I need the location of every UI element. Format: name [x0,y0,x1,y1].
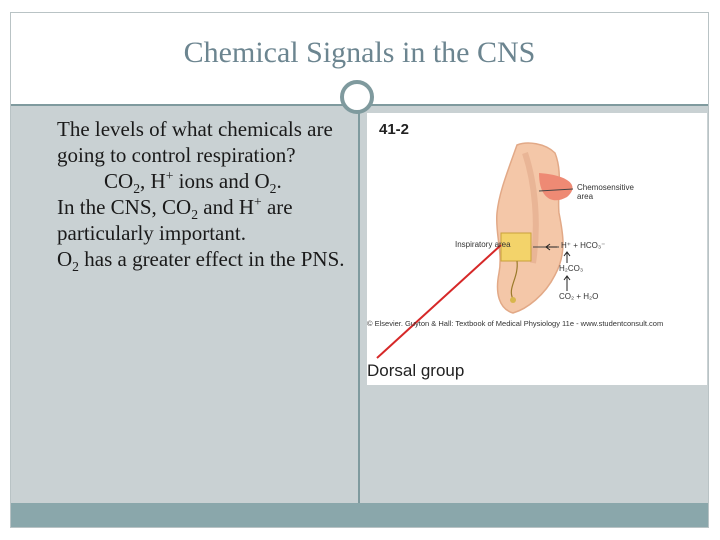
bullet-text: , H [140,169,166,193]
bullet-text: In the CNS, CO [57,195,192,219]
brainstem-illustration [376,142,574,359]
bullet-item:   O2 has a greater effect in the PNS. [28,246,348,275]
bullet-text: are particularly important. [57,195,293,245]
bullet-text: O [57,247,73,271]
subscript: 2 [72,259,79,275]
figure-credit: © Elsevier. Guyton & Hall: Textbook of M… [367,319,664,328]
co2-water-label: CO₂ + H₂O [559,292,599,301]
chemosensitive-area [539,173,573,201]
ring-ornament [340,80,374,114]
inspiratory-area [500,232,532,262]
bullet-text: has a greater effect in the PNS. [79,247,345,271]
neuron-fiber [510,260,518,300]
label-line [538,188,574,192]
bullet-item:   In the CNS, CO2 and H+ are particularl… [28,194,348,246]
figure-caption: Dorsal group [367,361,465,380]
bullet-list:   The levels of what chemicals are going… [28,116,348,275]
bullet-subitem: CO2, H+ ions and O2. [28,168,348,197]
subscript: 2 [269,181,277,197]
bullet-text: CO [104,169,134,193]
bullet-marker:   [28,118,43,139]
bullet-text: ions and O [173,169,270,193]
bullet-item:   The levels of what chemicals are going… [28,116,348,168]
bullet-text: . [276,169,282,193]
bullet-text: The levels of what chemicals are going t… [57,117,333,167]
chemosensitive-label: Chemosensitive area [577,183,634,201]
arrow-icon [563,251,571,263]
bullet-text: and H [198,195,255,219]
figure: 41-2 Chemosensitive area Inspiratory are… [367,113,707,385]
panel-divider [358,106,360,503]
neuron-body [510,297,516,303]
slide-frame [10,12,709,528]
arrow-icon [545,243,557,251]
pointer-line [376,244,502,359]
slide-title: Chemical Signals in the CNS [183,36,536,69]
left-panel [11,106,358,503]
bullet-marker:   [28,196,43,217]
brainstem-shading [522,152,539,264]
subscript: 2 [133,181,141,197]
inspiratory-label: Inspiratory area [455,240,511,249]
superscript: + [165,168,174,183]
carbonic-acid-label: H₂CO₃ [559,264,584,273]
superscript: + [254,194,262,209]
figure-number: 41-2 [379,121,410,138]
bullet-marker:   [28,248,43,269]
footer-bar [11,503,708,527]
ion-label: H⁺ + HCO₃⁻ [561,241,606,250]
arrow-icon [563,275,571,291]
subscript: 2 [191,207,199,223]
